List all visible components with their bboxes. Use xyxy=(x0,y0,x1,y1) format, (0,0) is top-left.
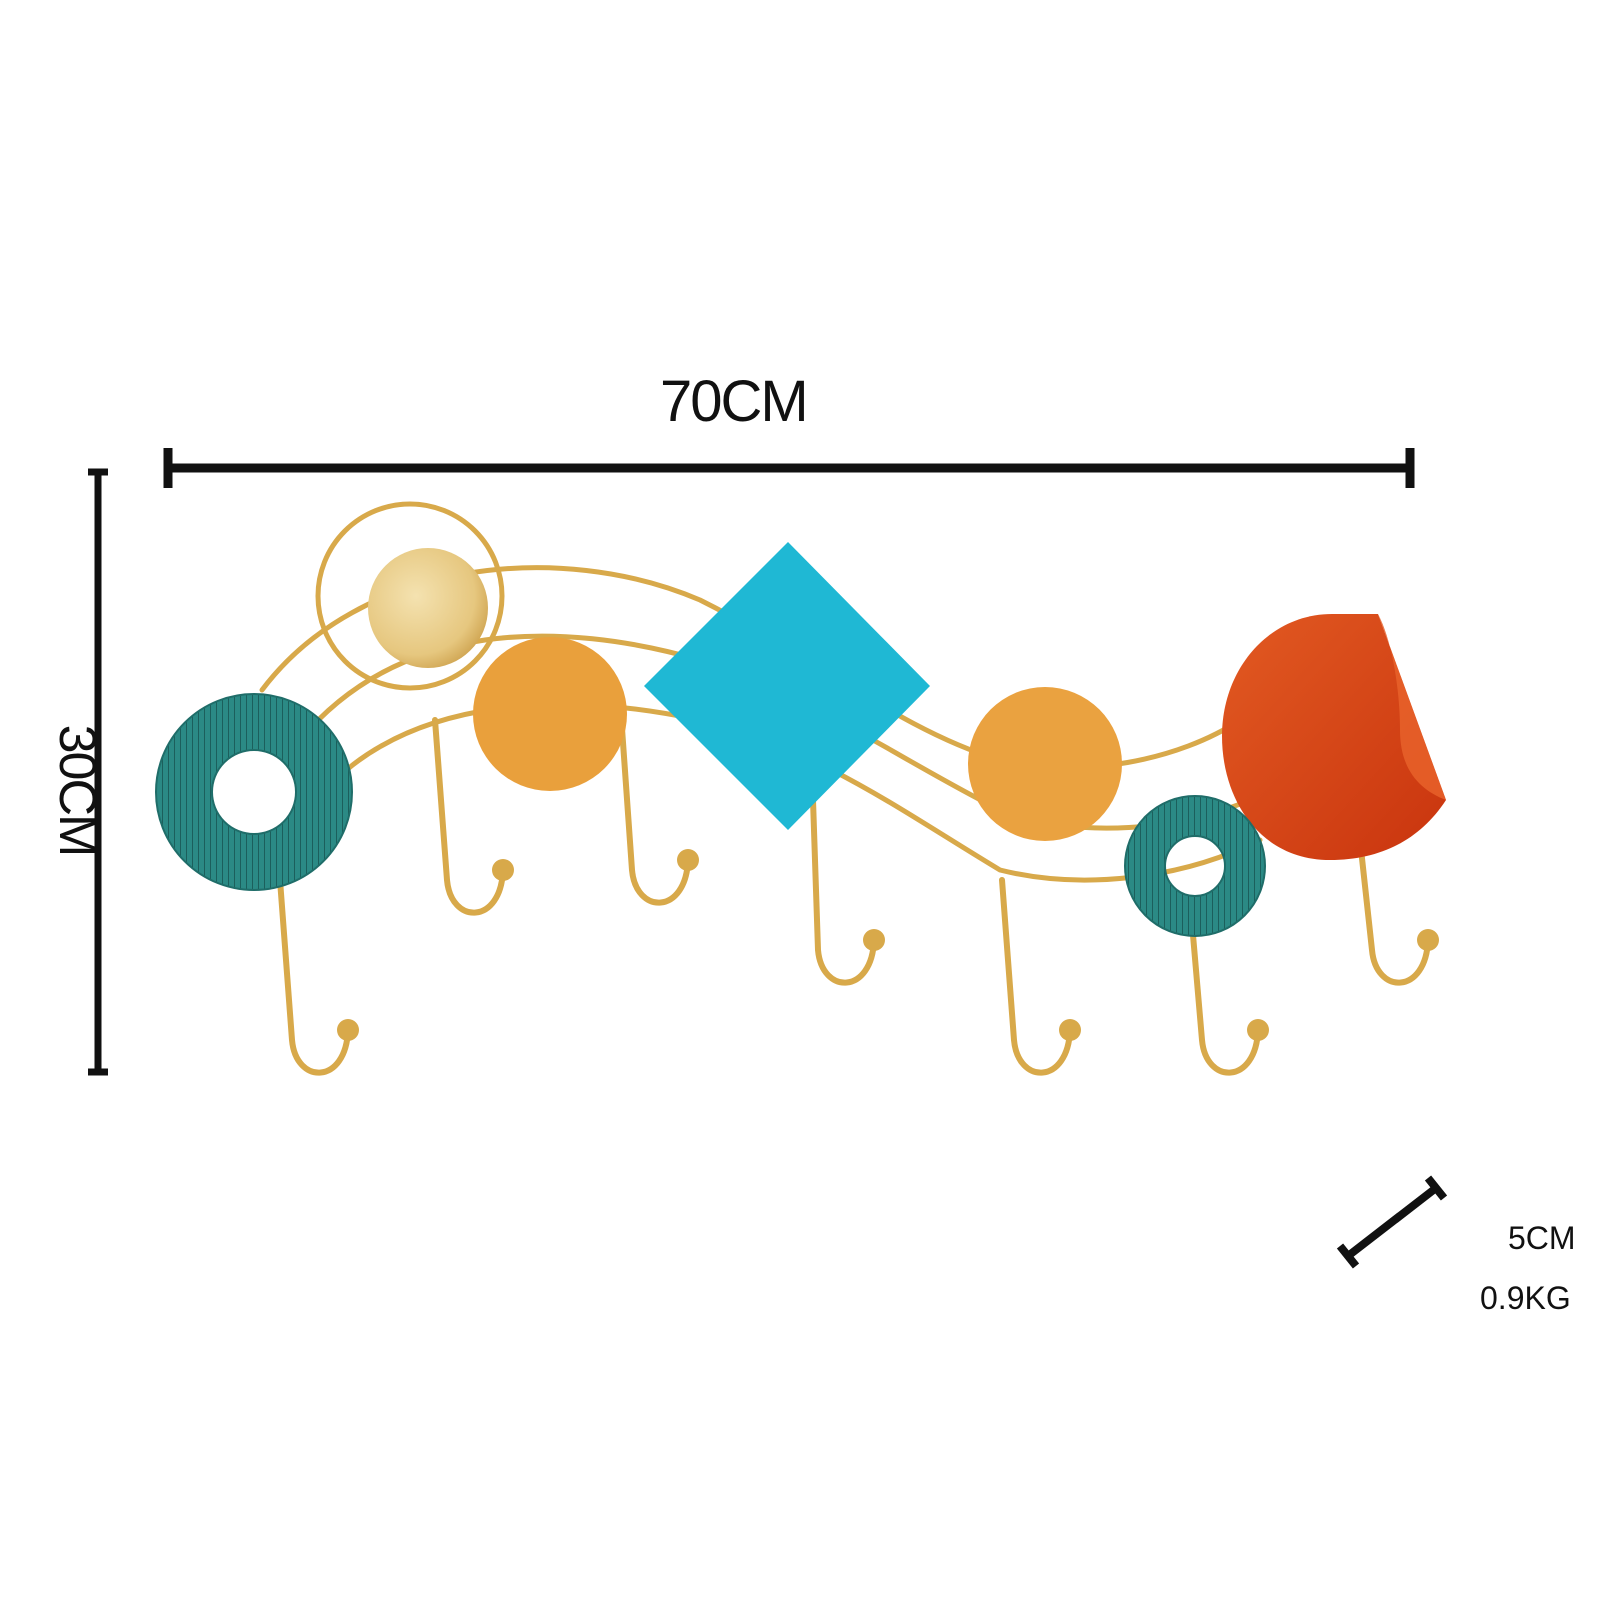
hook-knobs xyxy=(337,849,1439,1041)
width-label: 70CM xyxy=(660,369,809,434)
weight-label: 0.9KG xyxy=(1480,1280,1571,1316)
teal-ring-small xyxy=(1124,795,1266,937)
depth-label: 5CM xyxy=(1508,1220,1576,1256)
gold-mirror-disc xyxy=(368,548,488,668)
orange-disc-left xyxy=(473,637,627,791)
width-dimension-line xyxy=(163,448,1415,488)
orange-disc-right xyxy=(968,687,1122,841)
depth-dimension-line xyxy=(1336,1175,1448,1269)
height-dimension-line xyxy=(88,468,108,1076)
teal-ring-large xyxy=(155,693,353,891)
red-orange-disc xyxy=(1222,614,1446,860)
height-label: 30CM xyxy=(48,724,106,856)
blue-diamond xyxy=(644,542,930,830)
hooks xyxy=(277,697,1431,1076)
